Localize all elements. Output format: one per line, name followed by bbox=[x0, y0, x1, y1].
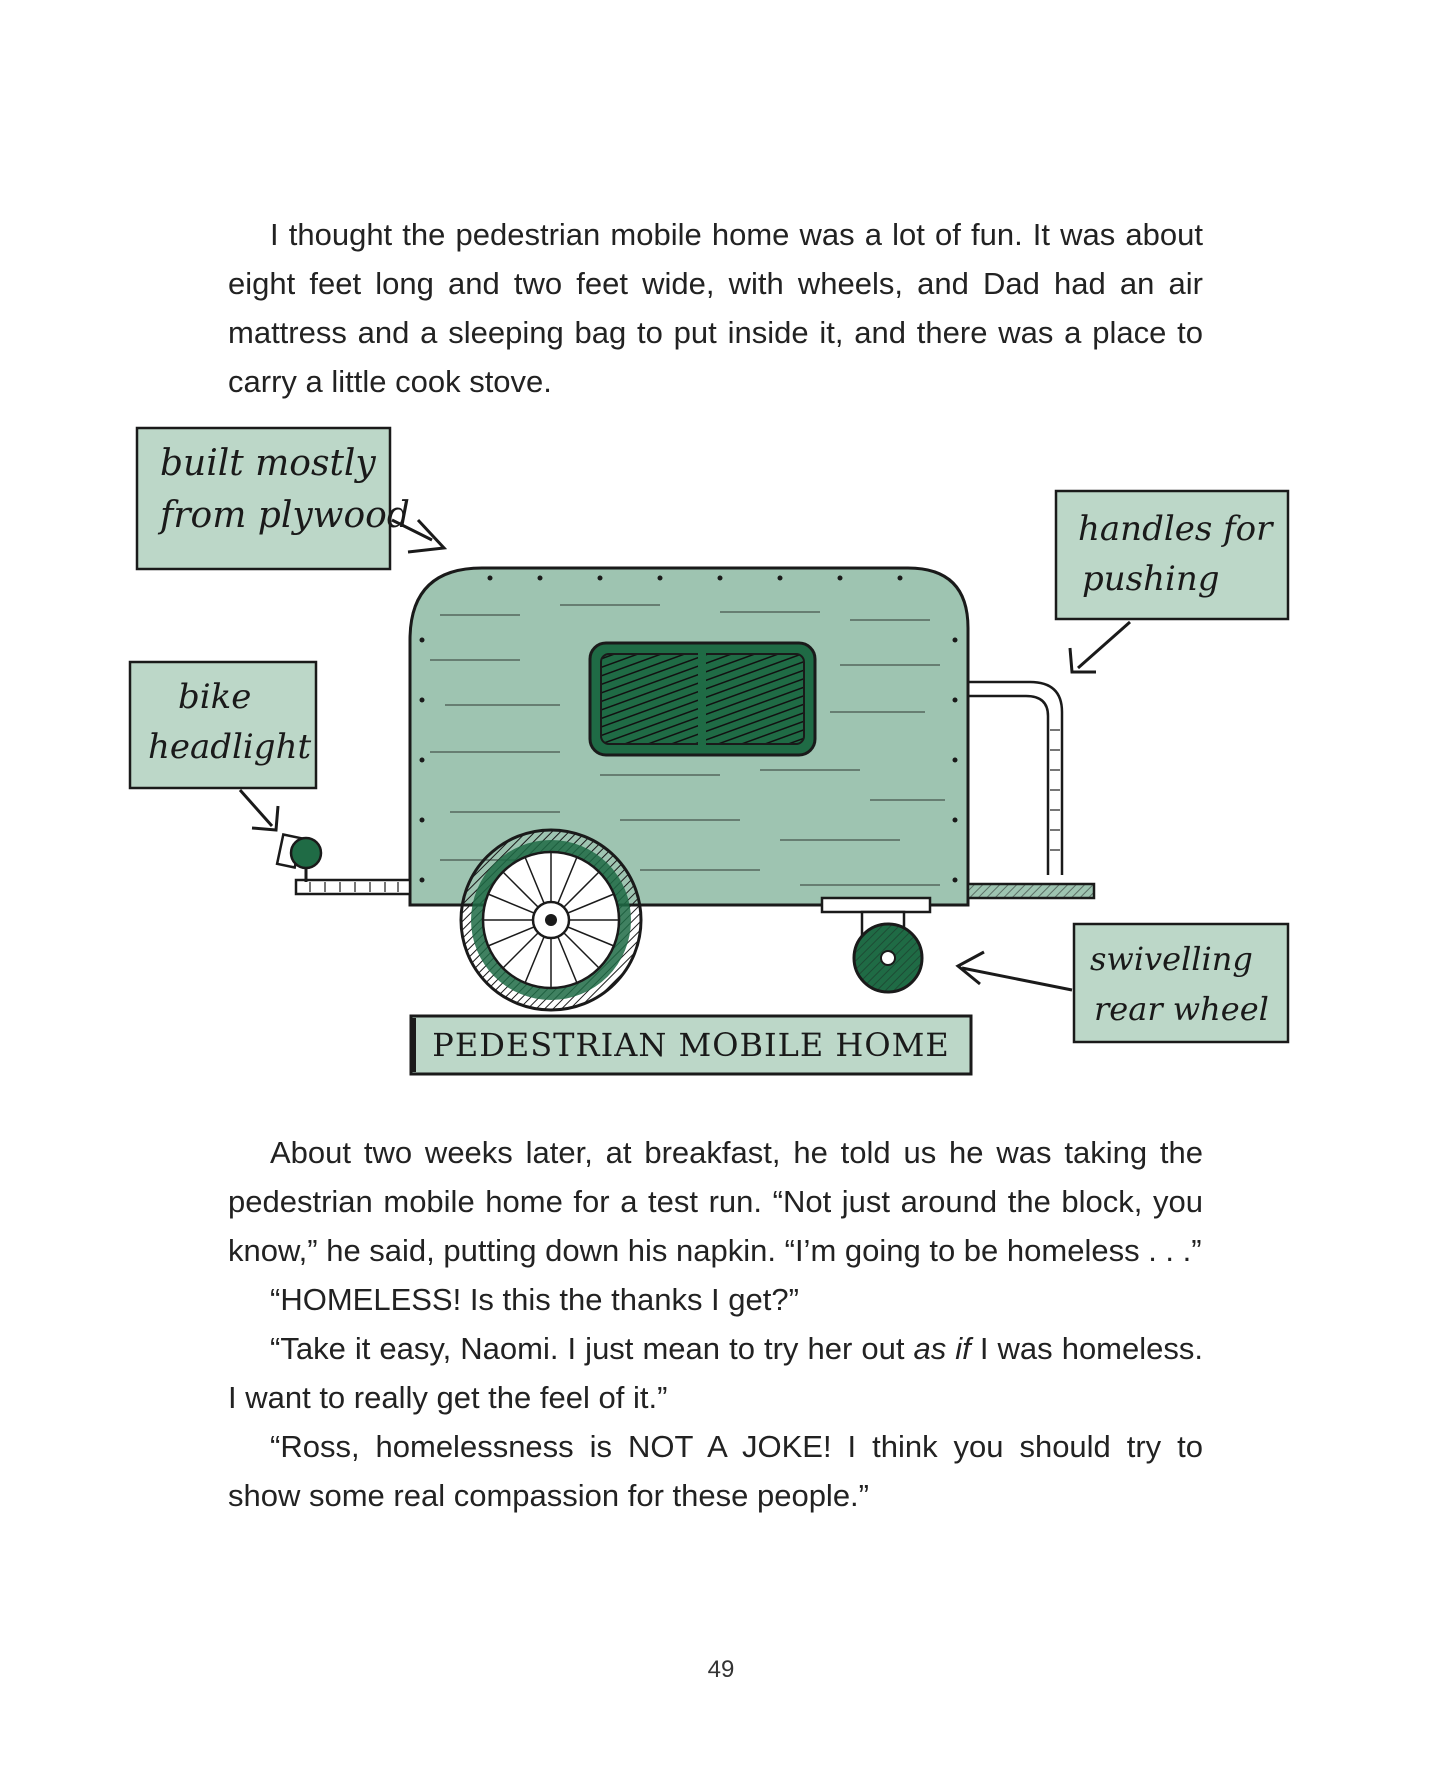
tow-bar bbox=[294, 878, 412, 896]
label-headlight-line-1: bike bbox=[178, 677, 251, 717]
arrow-rear-wheel bbox=[961, 966, 1073, 992]
label-rear-wheel: swivelling rear wheel bbox=[955, 922, 1290, 1044]
arrow-handles bbox=[1077, 620, 1131, 670]
label-built-line-1: built mostly bbox=[160, 443, 376, 484]
paragraph-text: “HOMELESS! Is this the thanks I get?” bbox=[270, 1282, 799, 1317]
dialogue-section: About two weeks later, at breakfast, he … bbox=[228, 1128, 1203, 1520]
swivel-rear-wheel bbox=[820, 896, 932, 994]
text-run: I was homeless. I want to really get the… bbox=[228, 1331, 1203, 1415]
emphasis-text: as if bbox=[913, 1331, 971, 1366]
push-handle bbox=[968, 680, 1064, 875]
label-handles-line-1: handles for bbox=[1078, 509, 1274, 549]
arrow-headlight bbox=[238, 789, 274, 827]
label-handles-line-2: pushing bbox=[1082, 559, 1220, 599]
label-built-line-2: from plywood bbox=[157, 495, 410, 536]
label-built-mostly: built mostly from plywood bbox=[135, 426, 448, 571]
label-handles: handles for pushing bbox=[1054, 489, 1290, 674]
paragraph-text: “Take it easy, Naomi. I just mean to try… bbox=[228, 1324, 1203, 1422]
trailer-body bbox=[408, 566, 970, 907]
page-number: 49 bbox=[707, 1656, 735, 1683]
illustration-title-box: PEDESTRIAN MOBILE HOME bbox=[409, 1014, 973, 1076]
front-bicycle-wheel bbox=[459, 828, 643, 1012]
paragraph-text: About two weeks later, at breakfast, he … bbox=[228, 1135, 1203, 1268]
opening-paragraph: I thought the pedestrian mobile home was… bbox=[228, 210, 1203, 406]
paragraph-text: “Ross, homelessness is NOT A JOKE! I thi… bbox=[228, 1429, 1203, 1513]
text-run: “Take it easy, Naomi. I just mean to try… bbox=[270, 1331, 914, 1366]
label-headlight-line-2: headlight bbox=[148, 727, 311, 767]
label-wheel-line-1: swivelling bbox=[1090, 940, 1253, 978]
arrow-built bbox=[391, 518, 433, 542]
label-wheel-line-2: rear wheel bbox=[1094, 990, 1269, 1028]
illustration-title: PEDESTRIAN MOBILE HOME bbox=[432, 1026, 949, 1064]
bike-headlight-lamp bbox=[275, 832, 323, 882]
paragraph-text: I thought the pedestrian mobile home was… bbox=[228, 217, 1203, 399]
label-headlight: bike headlight bbox=[128, 660, 318, 832]
